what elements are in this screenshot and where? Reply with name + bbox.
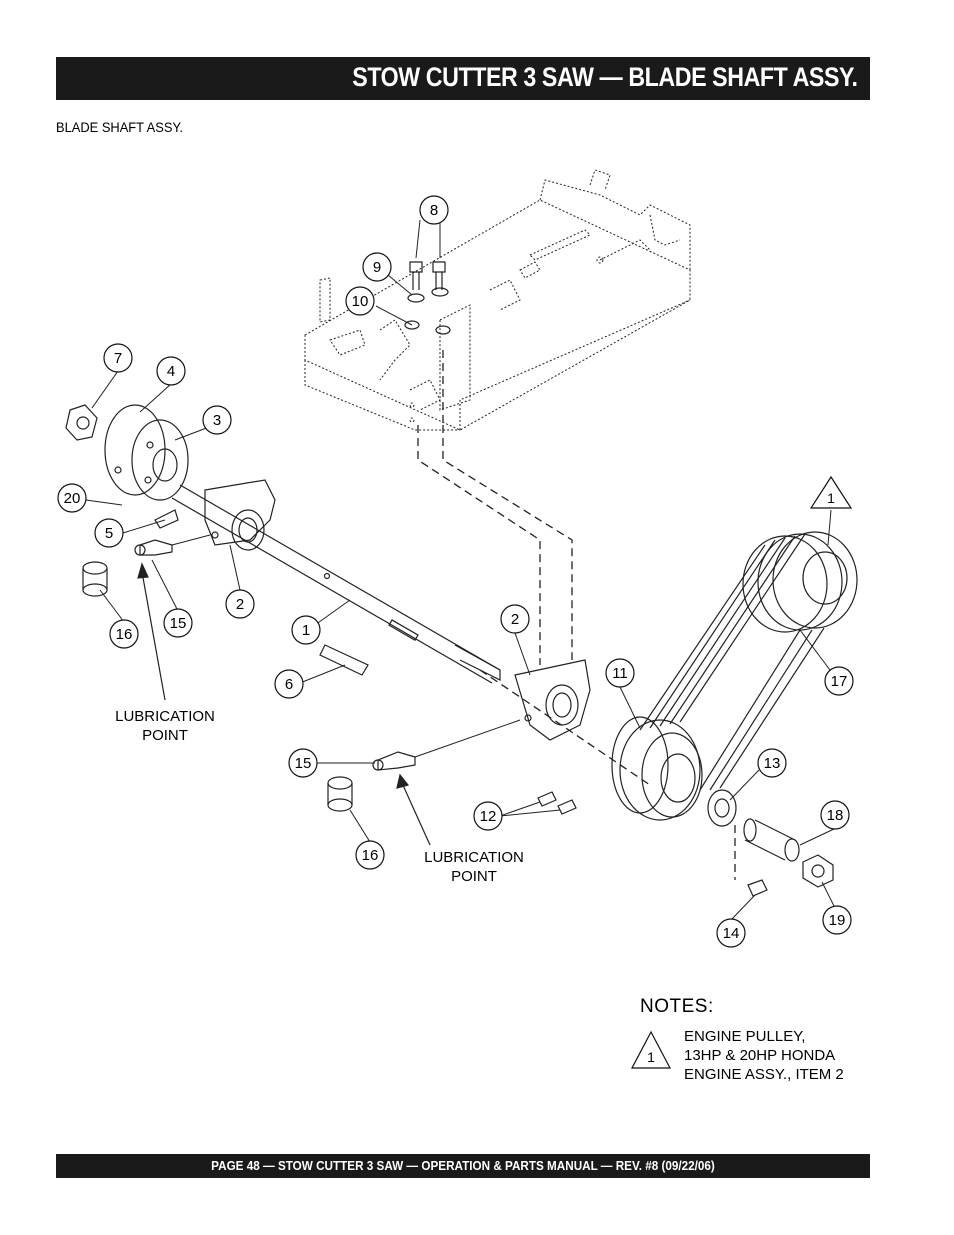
taper-bushing xyxy=(707,789,737,827)
callout-3: 3 xyxy=(213,412,221,429)
frame-assembly xyxy=(304,169,691,431)
callout-triangle-1: 1 xyxy=(827,490,835,506)
callout-6: 6 xyxy=(285,676,293,693)
callout-18: 18 xyxy=(827,807,844,824)
lubrication-label-lower-2: POINT xyxy=(451,868,497,885)
callout-8: 8 xyxy=(430,202,438,219)
grease-fitting-lower xyxy=(372,751,416,771)
page-footer-text: PAGE 48 — STOW CUTTER 3 SAW — OPERATION … xyxy=(211,1158,715,1173)
callout-5: 5 xyxy=(105,525,113,542)
hex-nut xyxy=(65,404,98,441)
pillow-block-left xyxy=(204,479,276,551)
pulley-nut xyxy=(802,854,834,888)
callout-16-lower: 16 xyxy=(362,847,379,864)
callout-leaders xyxy=(85,219,837,921)
callout-9: 9 xyxy=(373,259,381,276)
grease-cap-lower xyxy=(327,776,353,812)
callout-20: 20 xyxy=(64,490,81,507)
pillow-block-right xyxy=(514,659,591,741)
note-line-1: ENGINE PULLEY, xyxy=(684,1028,806,1045)
grease-cap-upper xyxy=(82,561,108,597)
callout-circles xyxy=(57,195,854,948)
notes-triangle-number: 1 xyxy=(647,1049,655,1065)
drive-belts xyxy=(639,531,858,791)
callout-2-right: 2 xyxy=(511,611,519,628)
note-triangle-callout xyxy=(809,475,853,509)
notes-heading: NOTES: xyxy=(640,996,714,1017)
callout-15-lower: 15 xyxy=(295,755,312,772)
callout-4: 4 xyxy=(167,363,175,380)
callout-13: 13 xyxy=(764,755,781,772)
page-title: STOW CUTTER 3 SAW — BLADE SHAFT ASSY. xyxy=(352,62,859,92)
callout-19: 19 xyxy=(829,912,846,929)
note-line-2: 13HP & 20HP HONDA xyxy=(684,1047,836,1064)
grease-fitting-upper xyxy=(134,539,173,556)
lubrication-label-lower-1: LUBRICATION xyxy=(424,849,524,866)
callout-14: 14 xyxy=(723,925,740,942)
page-header-bar: STOW CUTTER 3 SAW — BLADE SHAFT ASSY. xyxy=(56,57,870,100)
callout-2-left: 2 xyxy=(236,596,244,613)
dashed-leaders xyxy=(417,350,736,880)
callout-16-upper: 16 xyxy=(116,626,133,643)
lubrication-arrows xyxy=(137,562,431,846)
frame-bolts xyxy=(404,261,451,335)
page-footer-bar: PAGE 48 — STOW CUTTER 3 SAW — OPERATION … xyxy=(56,1154,870,1178)
woodruff-key xyxy=(154,509,179,529)
set-screws xyxy=(537,791,577,815)
note-line-3: ENGINE ASSY., ITEM 2 xyxy=(684,1066,844,1083)
callout-17: 17 xyxy=(831,673,848,690)
section-subtitle: BLADE SHAFT ASSY. xyxy=(56,119,183,135)
driven-pulley xyxy=(611,716,703,821)
spacer-tube xyxy=(743,818,800,862)
callout-12: 12 xyxy=(480,808,497,825)
callout-7: 7 xyxy=(114,350,122,367)
bushing-bolt xyxy=(747,879,768,897)
callout-11: 11 xyxy=(612,665,628,682)
blade-shaft xyxy=(171,484,501,684)
callout-10: 10 xyxy=(352,293,369,310)
lubrication-label-upper-2: POINT xyxy=(142,727,188,744)
callout-1: 1 xyxy=(302,622,310,639)
blade-flange xyxy=(104,404,189,501)
callout-15-upper: 15 xyxy=(170,615,187,632)
shaft-key xyxy=(319,644,369,676)
notes-triangle-icon xyxy=(631,1030,671,1069)
lubrication-label-upper-1: LUBRICATION xyxy=(115,708,215,725)
